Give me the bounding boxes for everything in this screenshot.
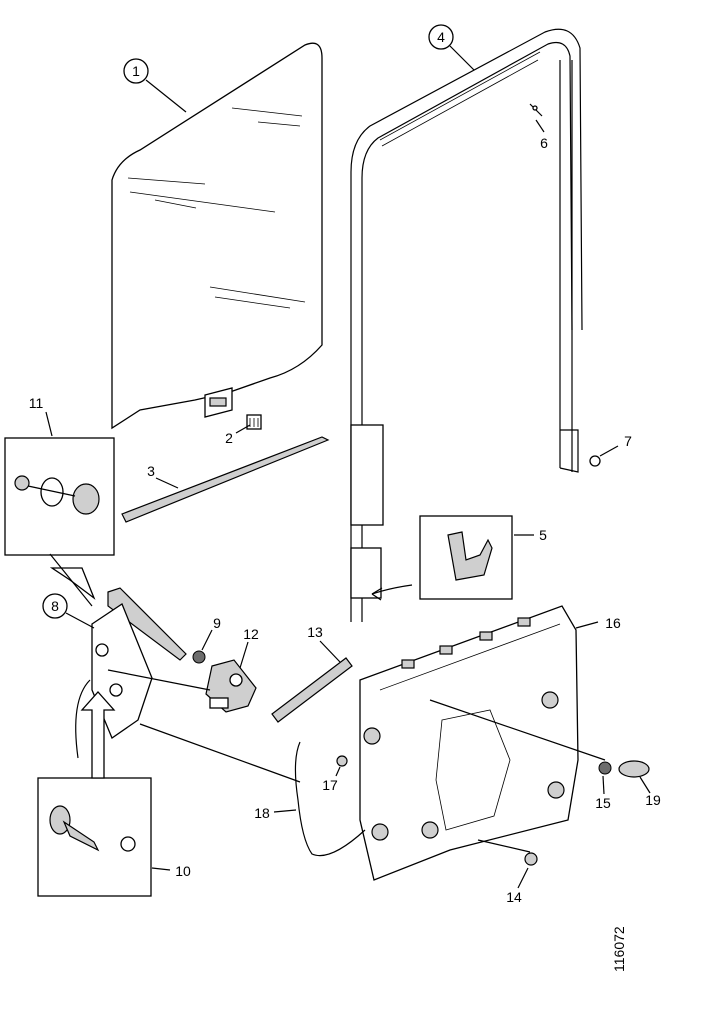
roller-assembly-inset bbox=[4, 437, 115, 607]
callout-6: 6 bbox=[540, 135, 548, 151]
door-inner-panel bbox=[359, 605, 579, 881]
callout-15: 15 bbox=[595, 795, 611, 811]
callout-7: 7 bbox=[624, 433, 632, 449]
frame-nut bbox=[589, 455, 601, 467]
callout-16: 16 bbox=[605, 615, 621, 631]
callout-14: 14 bbox=[506, 889, 522, 905]
callout-17: 17 bbox=[322, 777, 338, 793]
seal-profile-inset bbox=[371, 515, 513, 601]
callout-circles bbox=[42, 24, 454, 619]
frame-pin bbox=[529, 103, 543, 117]
glass-clip bbox=[246, 414, 262, 430]
callout-circle-4 bbox=[428, 24, 454, 50]
callout-5: 5 bbox=[539, 527, 547, 543]
callout-circle-8 bbox=[42, 593, 68, 619]
callout-12: 12 bbox=[243, 626, 259, 642]
callout-labels: 1 2 3 4 5 6 7 8 9 10 11 12 13 14 15 16 1… bbox=[29, 29, 661, 905]
door-glass bbox=[111, 42, 323, 430]
panel-nut bbox=[598, 761, 612, 775]
callout-13: 13 bbox=[307, 624, 323, 640]
reference-id: 116072 bbox=[611, 926, 627, 972]
callout-19: 19 bbox=[645, 792, 661, 808]
callout-18: 18 bbox=[254, 805, 270, 821]
regulator-motor bbox=[205, 659, 257, 713]
guide-rail bbox=[271, 657, 353, 723]
callout-2: 2 bbox=[225, 430, 233, 446]
callout-11: 11 bbox=[29, 395, 44, 411]
bolt-bushing-inset bbox=[37, 691, 152, 897]
regulator-cable bbox=[294, 741, 366, 857]
callout-8: 8 bbox=[51, 598, 59, 614]
glass-seal-strip bbox=[121, 436, 330, 523]
panel-plug bbox=[618, 760, 650, 778]
callout-circle-1 bbox=[123, 58, 149, 84]
leader-lines bbox=[45, 45, 651, 889]
callout-3: 3 bbox=[147, 463, 155, 479]
panel-bolt bbox=[336, 755, 348, 767]
callout-4: 4 bbox=[437, 29, 445, 45]
callout-10: 10 bbox=[175, 863, 191, 879]
callout-9: 9 bbox=[213, 615, 221, 631]
callout-1: 1 bbox=[132, 63, 140, 79]
window-frame bbox=[350, 28, 583, 622]
lower-bolt bbox=[524, 852, 538, 866]
regulator-bushing bbox=[192, 650, 206, 664]
